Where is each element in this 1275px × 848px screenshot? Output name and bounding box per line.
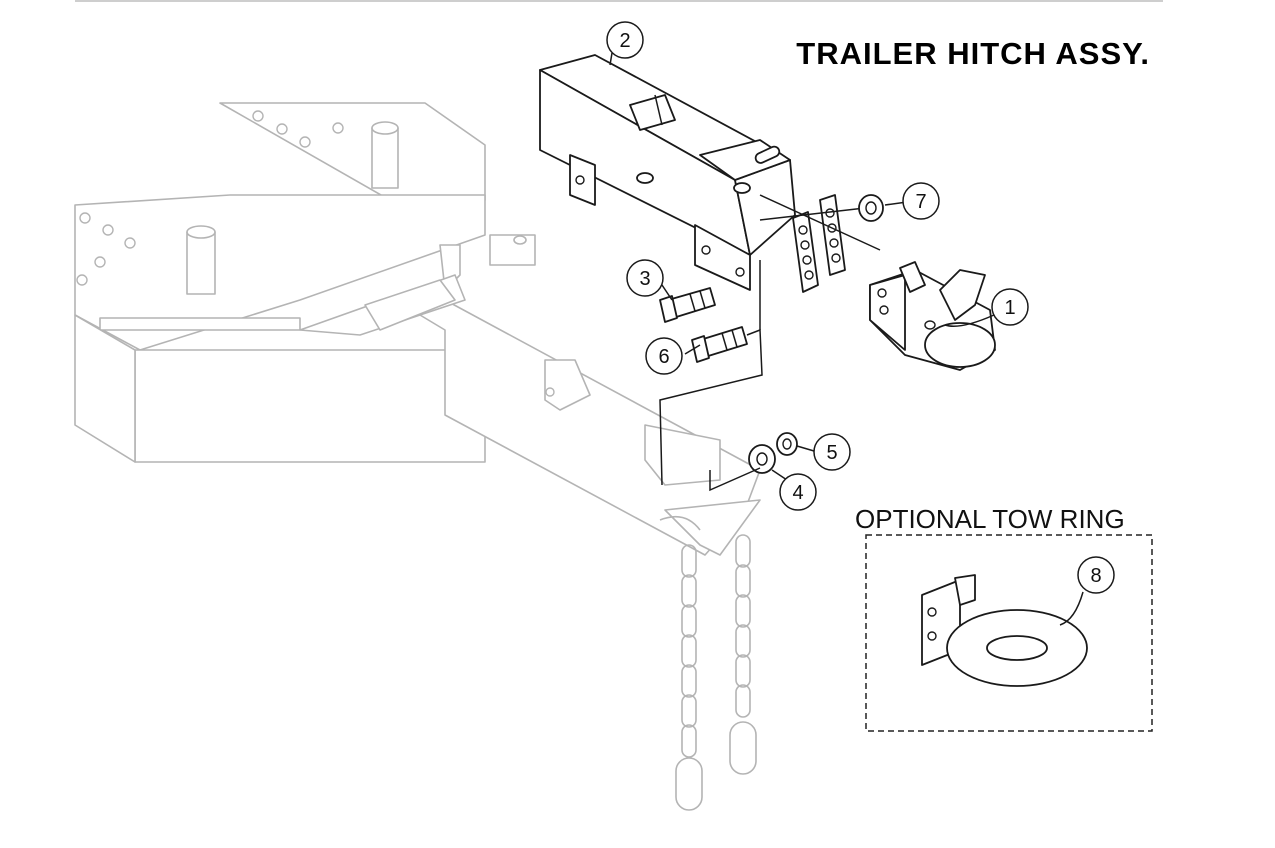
deck-strip (99, 317, 301, 331)
bolt-lower-path (659, 328, 763, 486)
callout-1: 1 (991, 288, 1029, 326)
bolt-lower (691, 326, 748, 363)
tongue-ghost (299, 274, 761, 556)
wing-knob-2 (733, 182, 751, 194)
deck-left-face (74, 314, 136, 463)
tow-ring (921, 574, 1088, 687)
callout-leaders (609, 52, 1084, 626)
deck-front-face (134, 349, 486, 463)
svg-text:8: 8 (1090, 565, 1101, 587)
alignment-line-2 (759, 207, 866, 221)
callout-6: 6 (645, 337, 683, 375)
side-pin (489, 234, 536, 266)
svg-text:1: 1 (1004, 297, 1015, 319)
mower-frame-ghost (74, 102, 536, 463)
coupler-latch (939, 269, 986, 321)
svg-text:4: 4 (792, 482, 803, 504)
optional-tow-ring-label: OPTIONAL TOW RING (855, 504, 1125, 534)
tow-ring-hole (986, 635, 1048, 661)
diagram-title: TRAILER HITCH ASSY. (796, 36, 1150, 71)
alignment-line-1 (759, 194, 881, 251)
callout-4: 4 (779, 473, 817, 511)
hitch-tube (539, 54, 796, 291)
coupler-tab (899, 261, 926, 293)
tongue-end-cap (664, 499, 761, 556)
callout-2: 2 (606, 21, 644, 59)
callout-5: 5 (813, 433, 851, 471)
chain-hook (659, 515, 701, 531)
quick-link-right (729, 721, 757, 775)
callout-7: 7 (902, 182, 940, 220)
callout-8: 8 (1077, 556, 1115, 594)
safety-chain-left (675, 544, 703, 811)
tongue-clamp (364, 279, 456, 331)
tow-ring-tab (954, 574, 976, 606)
washer-guide (709, 467, 761, 492)
safety-chain-right (729, 534, 757, 775)
adapter-plates (759, 194, 881, 293)
callout-3: 3 (626, 259, 664, 297)
deck-holes (76, 110, 344, 286)
spindle-rear (371, 121, 399, 189)
quick-link-left (675, 757, 703, 811)
spindle-front (186, 225, 216, 295)
svg-text:5: 5 (826, 442, 837, 464)
tongue-end-block (644, 424, 721, 486)
coupler-socket (924, 322, 996, 368)
collar-slot (754, 145, 781, 164)
svg-text:2: 2 (619, 30, 630, 52)
pin-clip (629, 94, 676, 131)
bolt-upper (659, 287, 716, 323)
svg-text:6: 6 (658, 346, 669, 368)
adapter-plate-front (792, 211, 819, 293)
tongue-mid-bracket (544, 359, 591, 411)
coupler (869, 261, 996, 371)
wing-knob-1 (636, 172, 654, 184)
svg-text:3: 3 (639, 268, 650, 290)
adapter-plate-back (819, 194, 846, 276)
optional-tow-ring-box (865, 534, 1153, 732)
svg-text:7: 7 (915, 191, 926, 213)
